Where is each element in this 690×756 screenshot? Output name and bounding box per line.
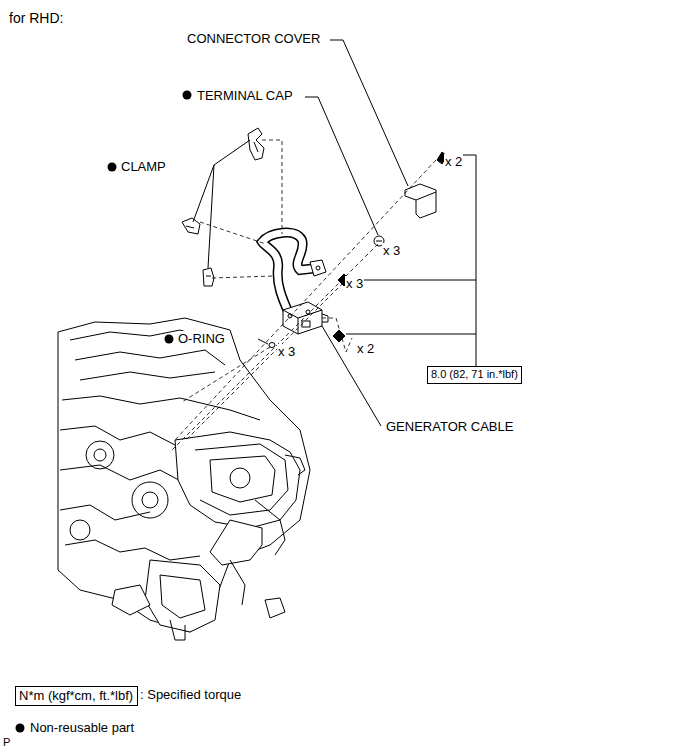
part-name: GENERATOR CABLE — [385, 419, 514, 435]
quantity: x 3 — [277, 344, 296, 360]
quantity: x 2 — [356, 341, 375, 357]
quantity: x 3 — [382, 243, 401, 259]
legend-text: : Specified torque — [139, 687, 242, 703]
torque-box: 8.0 (82, 71 in.*lbf) — [427, 366, 522, 384]
part-name: CONNECTOR COVER — [186, 31, 321, 47]
legend-text: Non-reusable part — [29, 720, 135, 736]
part-name: CLAMP — [120, 159, 167, 175]
torque-unit-box: N*m (kgf*cm, ft.*lbf) — [15, 686, 138, 706]
part-name: O-RING — [177, 331, 226, 347]
quantity: x 3 — [345, 276, 364, 292]
box-text: N*m (kgf*cm, ft.*lbf) — [19, 688, 134, 704]
quantity: x 2 — [444, 154, 463, 170]
page-mark: P — [2, 736, 11, 749]
part-name: TERMINAL CAP — [196, 88, 294, 104]
box-text: 8.0 (82, 71 in.*lbf) — [431, 368, 518, 381]
heading-note: for RHD: — [8, 10, 64, 27]
